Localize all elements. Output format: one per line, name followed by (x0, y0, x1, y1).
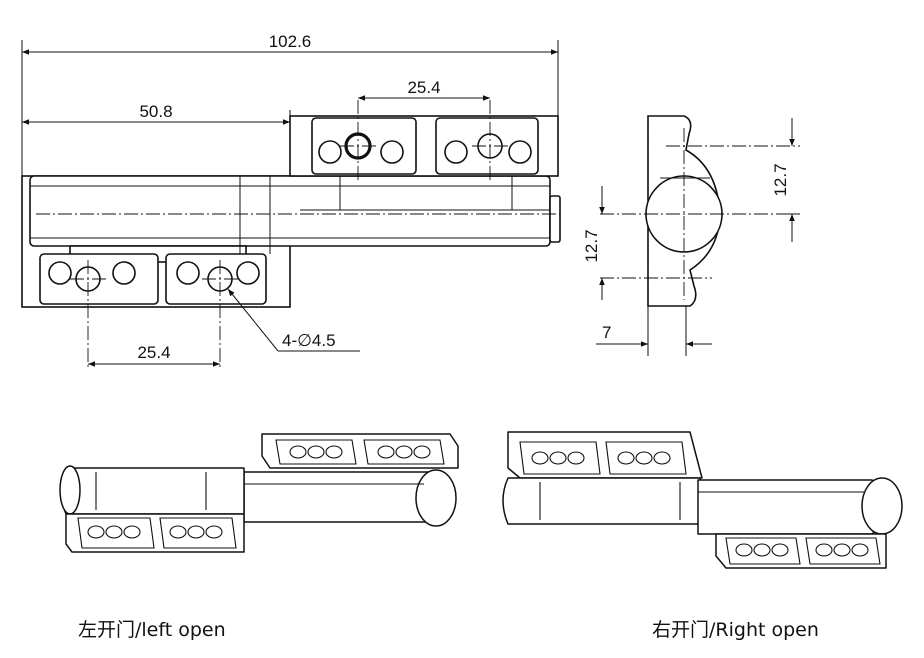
mount-hole (112, 261, 136, 285)
mount-hole (508, 140, 532, 164)
mount-hole (48, 261, 72, 285)
dim-overall-length: 102.6 (269, 32, 312, 51)
hole-spec-leader (227, 288, 279, 352)
dim-side-offset-lower: 12.7 (582, 229, 601, 262)
dim-hole-spacing-top: 25.4 (407, 78, 440, 97)
barrel-end-cap (549, 195, 561, 243)
dim-thickness: 7 (602, 323, 611, 342)
iso-right-open (502, 431, 903, 569)
caption-right-open: 右开门/Right open (652, 619, 819, 641)
dim-hole-spacing-bottom: 25.4 (137, 343, 170, 362)
iso-left-open (59, 433, 459, 553)
mount-hole (444, 140, 468, 164)
mount-hole (380, 140, 404, 164)
dim-side-offset-upper: 12.7 (771, 163, 790, 196)
mount-hole (318, 140, 342, 164)
caption-left-open: 左开门/left open (78, 619, 226, 641)
side-view: 12.7 12.7 7 (582, 115, 800, 356)
front-view: 102.6 50.8 25.4 25.4 4-∅4.5 (21, 32, 561, 370)
mount-hole (236, 261, 260, 285)
hole-spec-label: 4-∅4.5 (282, 331, 336, 350)
mount-hole (176, 261, 200, 285)
dim-half-length: 50.8 (139, 102, 172, 121)
